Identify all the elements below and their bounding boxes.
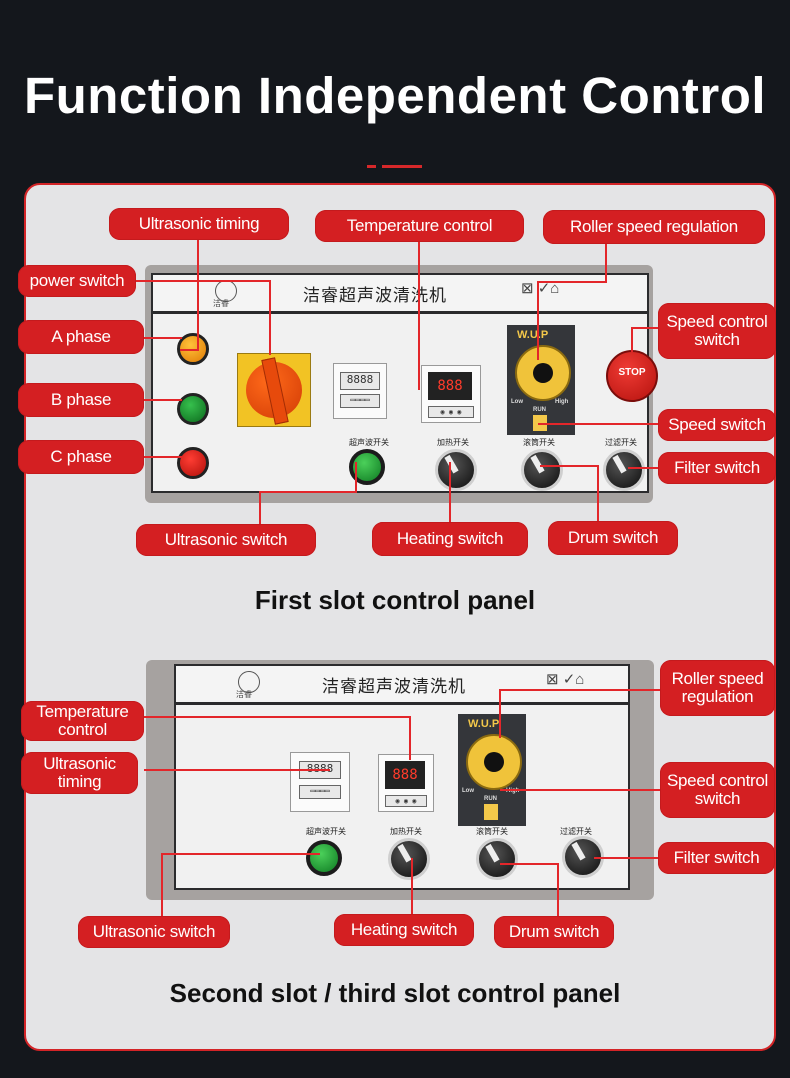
temperature-controller: 888 ◉ ◉ ◉ — [378, 754, 434, 812]
drum-knob[interactable] — [476, 838, 518, 880]
heating-knob[interactable] — [435, 449, 477, 491]
wash-tub-icon: ⊠ ✓⌂ — [521, 280, 560, 297]
drum-switch-label: 滚筒开关 — [476, 827, 508, 836]
drum-knob[interactable] — [521, 449, 563, 491]
speed-model-text: W.U.P — [517, 329, 549, 341]
label-filter-switch-2: Filter switch — [658, 842, 775, 874]
label-heating-switch-2: Heating switch — [334, 914, 474, 946]
temperature-display: 888 — [428, 372, 472, 400]
page-title: Function Independent Control — [23, 67, 767, 124]
panel1-caption: First slot control panel — [254, 585, 536, 615]
label-power-switch: power switch — [18, 265, 136, 297]
brand-text: 洁睿 — [213, 299, 229, 308]
run-label: RUN — [484, 796, 497, 802]
label-a-phase: A phase — [18, 320, 144, 354]
emergency-stop-button[interactable]: STOP — [606, 350, 658, 402]
speed-dial[interactable] — [515, 345, 571, 401]
label-temperature-control-2: Temperature control — [21, 701, 144, 741]
ultrasonic-button[interactable] — [306, 840, 342, 876]
filter-switch-label: 过滤开关 — [560, 827, 592, 836]
speed-toggle[interactable] — [484, 804, 498, 820]
temperature-display: 888 — [385, 761, 425, 789]
wash-tub-icon: ⊠ ✓⌂ — [546, 671, 585, 688]
stop-label: STOP — [618, 367, 646, 378]
ultrasonic-timer: 8888 ▭▭▭▭ — [333, 363, 387, 419]
label-ultrasonic-timing: Ultrasonic timing — [109, 208, 289, 240]
brand-text: 洁睿 — [236, 690, 252, 699]
low-label: Low — [511, 399, 523, 405]
ultrasonic-switch-label: 超声波开关 — [306, 827, 346, 836]
label-filter-switch: Filter switch — [658, 452, 776, 484]
label-drum-switch: Drum switch — [548, 521, 678, 555]
panel2-plate: 洁睿 洁睿超声波清洗机 ⊠ ✓⌂ 8888 ▭▭▭▭ 888 ◉ ◉ ◉ W.U… — [174, 664, 630, 890]
label-speed-switch: Speed switch — [658, 409, 776, 441]
phase-b-lamp — [177, 393, 209, 425]
temperature-controller: 888 ◉ ◉ ◉ — [421, 365, 481, 423]
filter-knob[interactable] — [603, 449, 645, 491]
speed-controller: W.U.P Low High RUN — [458, 714, 526, 826]
ultrasonic-switch-label: 超声波开关 — [349, 438, 389, 447]
panel2-header: 洁睿 洁睿超声波清洗机 ⊠ ✓⌂ — [176, 666, 628, 705]
speed-model-text: W.U.P — [468, 718, 500, 730]
label-ultrasonic-switch-2: Ultrasonic switch — [78, 916, 230, 948]
phase-c-lamp — [177, 447, 209, 479]
brand-logo-icon — [238, 671, 260, 693]
temperature-buttons[interactable]: ◉ ◉ ◉ — [428, 406, 474, 418]
label-heating-switch: Heating switch — [372, 522, 528, 556]
panel1-photo: 洁睿 洁睿超声波清洗机 ⊠ ✓⌂ 8888 ▭▭▭▭ 888 ◉ ◉ ◉ W.U… — [145, 265, 653, 503]
filter-knob[interactable] — [562, 836, 604, 878]
label-speed-control-switch: Speed control switch — [658, 303, 776, 359]
label-b-phase: B phase — [18, 383, 144, 417]
timer-buttons[interactable]: ▭▭▭▭ — [340, 394, 380, 408]
machine-name: 洁睿超声波清洗机 — [322, 677, 466, 696]
heating-switch-label: 加热开关 — [390, 827, 422, 836]
label-temperature-control: Temperature control — [315, 210, 524, 242]
heating-knob[interactable] — [388, 838, 430, 880]
label-drum-switch-2: Drum switch — [494, 916, 614, 948]
label-ultrasonic-timing-2: Ultrasonic timing — [21, 752, 138, 794]
drum-switch-label: 滚筒开关 — [523, 438, 555, 447]
timer-buttons[interactable]: ▭▭▭▭ — [299, 785, 341, 799]
heating-switch-label: 加热开关 — [437, 438, 469, 447]
panel2-photo: 洁睿 洁睿超声波清洗机 ⊠ ✓⌂ 8888 ▭▭▭▭ 888 ◉ ◉ ◉ W.U… — [146, 660, 654, 900]
label-roller-speed-regulation: Roller speed regulation — [543, 210, 765, 244]
machine-name: 洁睿超声波清洗机 — [303, 286, 447, 305]
high-label: High — [555, 399, 569, 405]
run-label: RUN — [533, 407, 546, 413]
low-label: Low — [462, 788, 474, 794]
temperature-buttons[interactable]: ◉ ◉ ◉ — [385, 795, 427, 807]
speed-dial[interactable] — [466, 734, 522, 790]
power-rotary-switch[interactable] — [237, 353, 311, 427]
label-roller-speed-regulation-2: Roller speed regulation — [660, 660, 775, 716]
timer-display: 8888 — [340, 372, 380, 390]
label-speed-control-switch-2: Speed control switch — [660, 762, 775, 818]
label-ultrasonic-switch: Ultrasonic switch — [136, 524, 316, 556]
label-c-phase: C phase — [18, 440, 144, 474]
ultrasonic-timer: 8888 ▭▭▭▭ — [290, 752, 350, 812]
title-divider-long — [382, 165, 422, 168]
speed-controller: W.U.P Low High RUN — [507, 325, 575, 435]
filter-switch-label: 过滤开关 — [605, 438, 637, 447]
panel2-caption: Second slot / third slot control panel — [169, 978, 621, 1008]
title-divider-short — [367, 165, 376, 168]
